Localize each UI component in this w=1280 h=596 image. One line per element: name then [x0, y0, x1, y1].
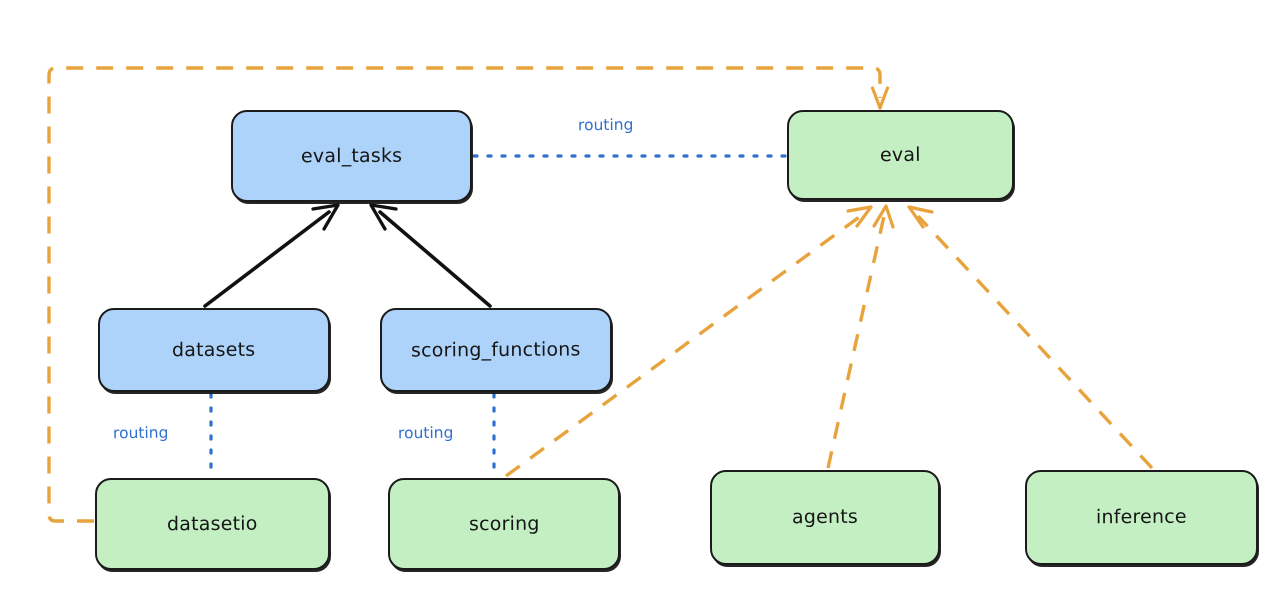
node-eval-tasks[interactable]: eval_tasks	[231, 110, 472, 202]
node-scoring-functions[interactable]: scoring_functions	[380, 308, 612, 392]
node-label-scoring: scoring	[468, 512, 540, 535]
edge-datasetio-to-eval	[47, 66, 890, 523]
node-datasetio[interactable]: datasetio	[95, 478, 330, 570]
edge-agents-to-eval	[826, 204, 895, 469]
node-label-datasets: datasets	[172, 338, 256, 361]
node-label-eval: eval	[880, 143, 921, 166]
node-label-agents: agents	[791, 505, 859, 529]
edge-scoring_functions-to-eval_tasks	[369, 203, 492, 308]
node-label-eval-tasks: eval_tasks	[300, 144, 403, 167]
node-label-scoring-functions: scoring_functions	[411, 337, 581, 362]
node-inference[interactable]: inference	[1025, 470, 1258, 565]
edge-scoring-to-eval	[504, 205, 873, 478]
edge-label-routing-scoring: routing	[397, 423, 454, 443]
node-label-inference: inference	[1096, 505, 1187, 529]
node-scoring[interactable]: scoring	[388, 478, 620, 570]
node-agents[interactable]: agents	[710, 470, 940, 565]
node-datasets[interactable]: datasets	[98, 308, 330, 392]
edge-inference-to-eval	[907, 205, 1154, 470]
edge-label-routing-datasets: routing	[112, 423, 169, 443]
node-label-datasetio: datasetio	[167, 512, 258, 535]
edge-datasets-to-eval_tasks	[203, 203, 340, 308]
edge-label-routing-eval: routing	[577, 115, 634, 135]
node-eval[interactable]: eval	[787, 110, 1014, 200]
